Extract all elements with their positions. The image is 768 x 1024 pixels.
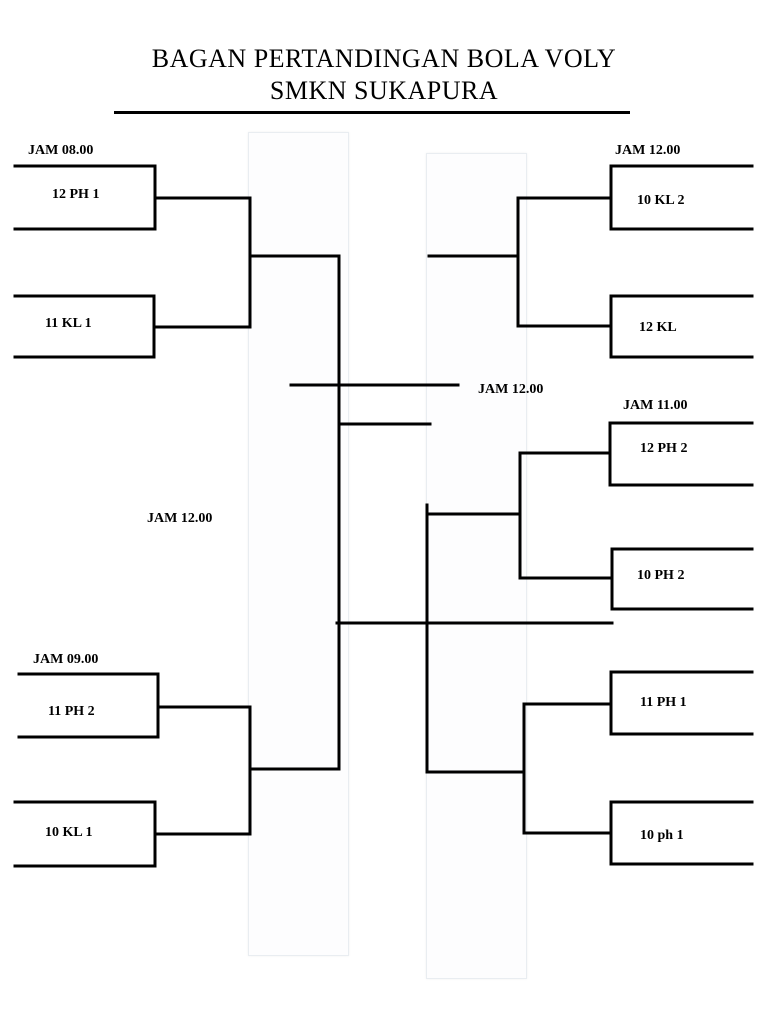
team-right-3: 12 PH 2 [640, 441, 688, 456]
time-label-mid-right: JAM 11.00 [623, 398, 688, 413]
time-label-center-right: JAM 12.00 [478, 382, 544, 397]
left-top-connector [152, 196, 252, 329]
time-label-top-right: JAM 12.00 [615, 143, 681, 158]
time-label-top-left: JAM 08.00 [28, 143, 94, 158]
team-left-1: 12 PH 1 [52, 187, 100, 202]
team-right-4: 10 PH 2 [637, 568, 685, 583]
team-right-2: 12 KL [639, 320, 677, 335]
team-left-3: 11 PH 2 [48, 704, 95, 719]
right-bottom-connector [522, 702, 613, 835]
time-label-mid-left: JAM 12.00 [147, 511, 213, 526]
right-top-connector [516, 196, 613, 328]
page-subtitle: SMKN SUKAPURA [269, 76, 499, 105]
page-title: BAGAN PERTANDINGAN BOLA VOLY [151, 44, 617, 73]
team-right-1: 10 KL 2 [637, 193, 685, 208]
bracket-panel-left [248, 132, 349, 956]
team-left-4: 10 KL 1 [45, 825, 93, 840]
bracket-panel-right [426, 153, 527, 979]
team-right-6: 10 ph 1 [640, 828, 684, 843]
left-bottom-connector [153, 705, 252, 836]
team-right-5: 11 PH 1 [640, 695, 687, 710]
right-box-12kl [609, 294, 754, 359]
title-underline [114, 111, 630, 114]
team-left-2: 11 KL 1 [45, 316, 92, 331]
time-label-bottom-left: JAM 09.00 [33, 652, 99, 667]
right-mid-connector [518, 451, 614, 580]
